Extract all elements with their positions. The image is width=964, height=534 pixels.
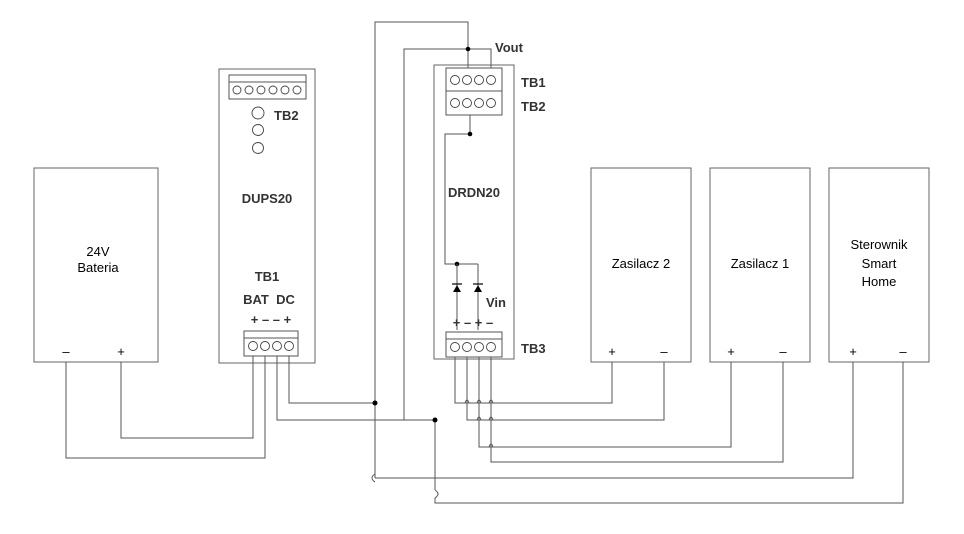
dups-model-name: DUPS20 [242, 191, 293, 206]
smart-home-controller-box: Sterownik Smart Home + – [828, 167, 930, 363]
dups-tb1-pin-polarity: + – – + [251, 312, 292, 327]
power-supply-1-label: Zasilacz 1 [731, 256, 790, 271]
drdn-vout-label: Vout [495, 40, 524, 55]
power-supply-2-label: Zasilacz 2 [612, 256, 671, 271]
drdn-vin-label: Vin [486, 295, 506, 310]
dups-bat-dc-label: BAT DC [243, 292, 295, 307]
controller-label-line1: Sterownik [850, 237, 908, 252]
battery-minus-terminal: – [62, 344, 70, 359]
drdn-tb3-pin-polarity: + – + – [453, 315, 493, 330]
battery-label-name: Bateria [77, 260, 119, 275]
controller-label-line3: Home [862, 274, 897, 289]
power-supply-2-plus: + [608, 344, 616, 359]
controller-plus: + [849, 344, 857, 359]
drdn20-module: Vout TB1 TB2 DRDN20 Vin + – + – TB3 [433, 40, 546, 360]
dups-tb1-label: TB1 [255, 269, 280, 284]
drdn-tb1-label: TB1 [521, 75, 546, 90]
power-supply-2-box: Zasilacz 2 + – [590, 167, 692, 363]
battery-box: 24V Bateria – + [33, 167, 159, 363]
battery-plus-terminal: + [117, 344, 125, 359]
led-indicator [252, 142, 264, 154]
dups-tb2-label: TB2 [274, 108, 299, 123]
drdn-tb3-label: TB3 [521, 341, 546, 356]
controller-minus: – [899, 344, 907, 359]
power-supply-2-minus: – [660, 344, 668, 359]
drdn-tb2-label: TB2 [521, 99, 546, 114]
wiring [65, 21, 904, 504]
power-supply-1-plus: + [727, 344, 735, 359]
led-indicator [251, 106, 265, 120]
led-indicator [252, 124, 264, 136]
diode-icon [473, 264, 483, 330]
battery-label-voltage: 24V [86, 244, 109, 259]
power-supply-1-box: Zasilacz 1 + – [709, 167, 811, 363]
drdn-model-name: DRDN20 [448, 185, 500, 200]
diode-icon [452, 264, 462, 330]
power-supply-1-minus: – [779, 344, 787, 359]
dups20-module: TB2 DUPS20 TB1 BAT DC + – – + [218, 68, 316, 364]
controller-label-line2: Smart [862, 256, 897, 271]
